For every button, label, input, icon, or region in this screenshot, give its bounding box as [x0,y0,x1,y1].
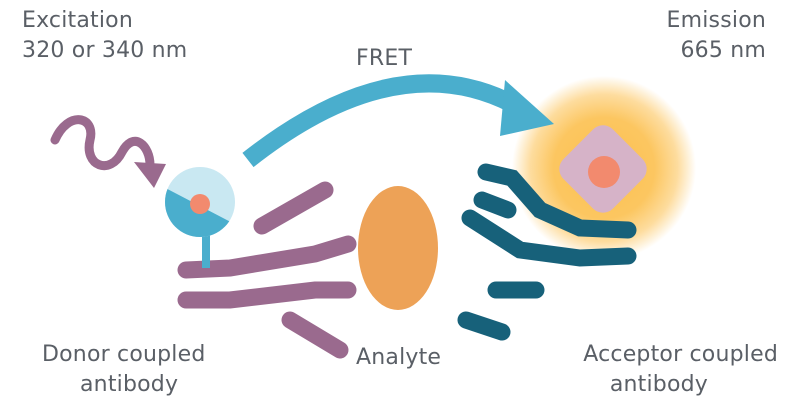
donor-label-line2: antibody [80,372,179,397]
donor-label: Donor coupled antibody [42,340,206,400]
fret-label: FRET [356,44,412,74]
acceptor-label-line1: Acceptor coupled [583,342,778,367]
fret-arrow-icon [242,74,554,168]
analyte-text: Analyte [356,345,442,370]
acceptor-label-line2: antibody [609,372,708,397]
emission-label: Emission 665 nm [667,6,766,66]
acceptor-antibody [457,163,637,341]
acceptor-fluorophore [559,125,647,213]
donor-antibody [177,181,357,359]
emission-title: Emission [666,8,766,33]
excitation-title: Excitation [22,8,133,33]
analyte-label: Analyte [356,343,441,373]
fret-text: FRET [356,46,413,71]
analyte-shape [358,186,438,310]
excitation-wave-icon [50,115,166,188]
excitation-label: Excitation 320 or 340 nm [22,6,187,66]
excitation-wavelength: 320 or 340 nm [22,38,188,63]
emission-wavelength: 665 nm [680,38,766,63]
donor-label-line1: Donor coupled [42,342,206,367]
acceptor-label: Acceptor coupled antibody [583,340,778,400]
donor-fluorophore [165,167,235,237]
